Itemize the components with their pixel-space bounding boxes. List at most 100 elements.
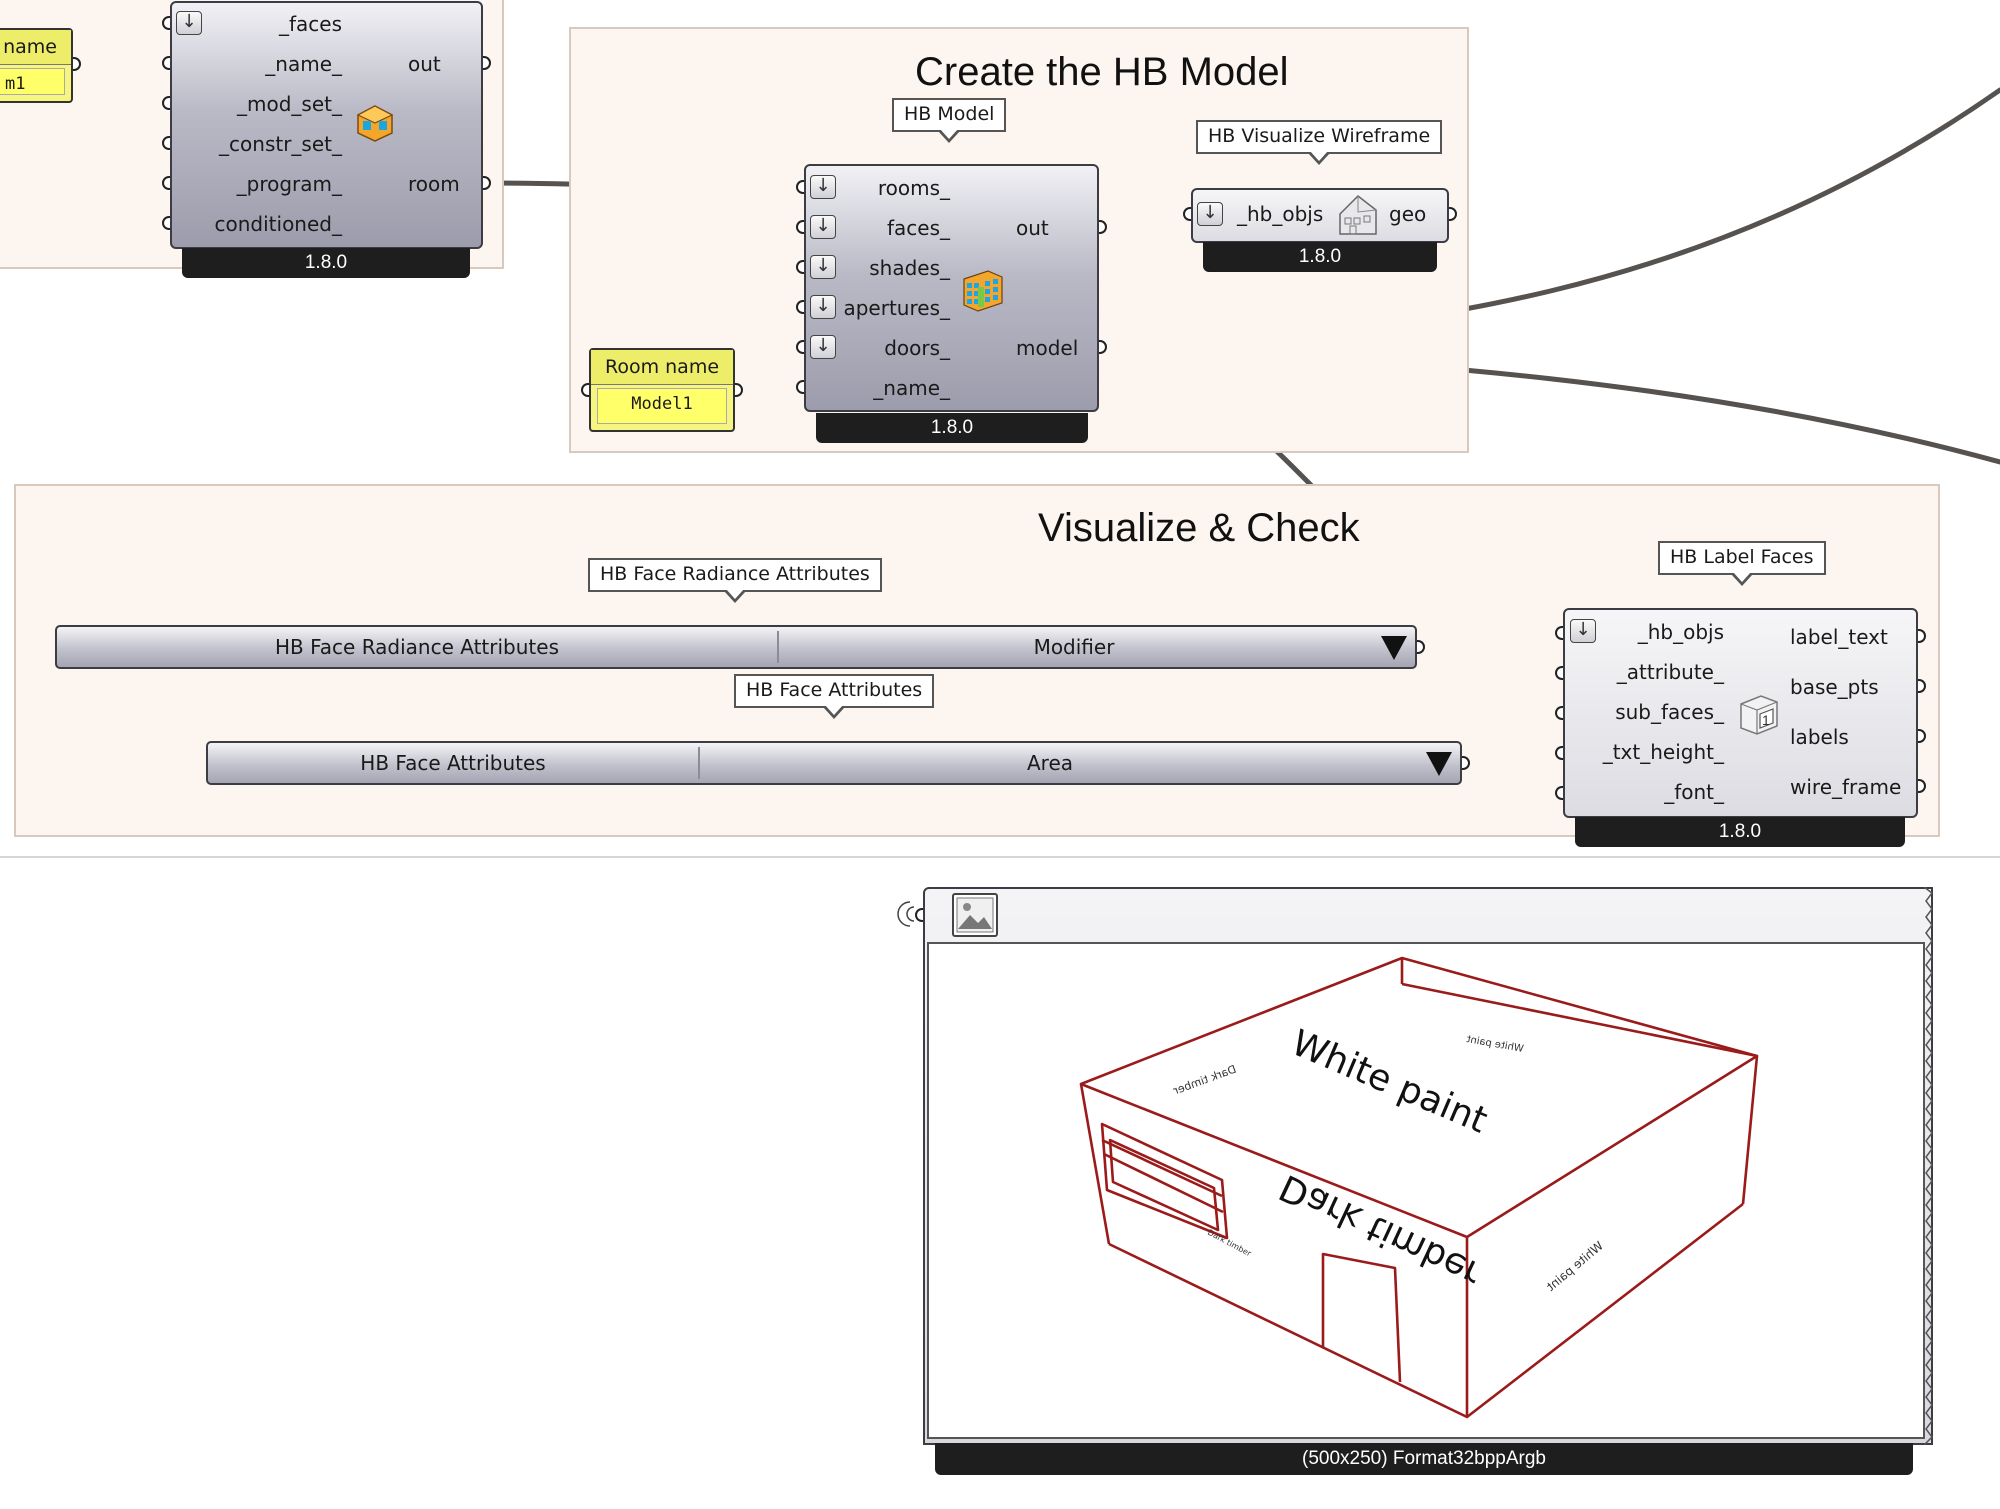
viewer-input-port[interactable] <box>915 908 923 922</box>
model-port-doors[interactable] <box>796 340 804 354</box>
room-name-panel-value[interactable]: Model1 <box>597 388 727 424</box>
label-port-label-text[interactable] <box>1918 629 1926 643</box>
viewer-image-area <box>927 942 1925 1439</box>
label-output-wire-frame: wire_frame <box>1790 775 1902 799</box>
room-port-faces[interactable] <box>162 16 170 30</box>
hb-model-tag-label: HB Model <box>904 103 995 125</box>
model-port-name[interactable] <box>796 380 804 394</box>
face-list-tag-label: HB Face Attributes <box>746 679 923 701</box>
room-input-program: _program_ <box>236 172 342 196</box>
room-port-name[interactable] <box>162 56 170 70</box>
hb-objs-flatten-arrow-icon[interactable]: ↓ <box>1197 202 1223 226</box>
viewer-image-icon[interactable] <box>952 893 998 937</box>
label-white-paint-big: White paint <box>1285 1023 1492 1142</box>
label-output-label-text: label_text <box>1790 625 1888 649</box>
hb-model-component[interactable] <box>804 164 1099 412</box>
picture-icon <box>956 897 994 933</box>
room-name-panel-input-port[interactable] <box>581 383 589 397</box>
wireframe-tag-label: HB Visualize Wireframe <box>1208 125 1431 147</box>
wireframe-version: 1.8.0 <box>1203 242 1437 272</box>
label-output-base-pts: base_pts <box>1790 675 1879 699</box>
room-name-panel-header: Room name <box>591 350 733 385</box>
radiance-list-separator <box>777 631 779 663</box>
label-port-sub-faces[interactable] <box>1555 706 1563 720</box>
label-cube-icon: 1 <box>1740 695 1778 735</box>
label-version: 1.8.0 <box>1575 817 1905 847</box>
model-port-apertures[interactable] <box>796 300 804 314</box>
room-name-panel-output-port[interactable] <box>735 383 743 397</box>
label-input-font: _font_ <box>1664 780 1724 804</box>
room-name-panel[interactable]: Room name Model1 <box>589 348 735 432</box>
model-building-icon <box>963 270 1003 312</box>
label-port-base-pts[interactable] <box>1918 679 1926 693</box>
hb-room-component[interactable] <box>170 1 483 249</box>
name-panel-output-port[interactable] <box>73 57 81 71</box>
room-port-constr-set[interactable] <box>162 136 170 150</box>
label-port-font[interactable] <box>1555 786 1563 800</box>
room-input-conditioned: conditioned_ <box>214 212 342 236</box>
model-output-model: model <box>1016 336 1079 360</box>
shades-flatten-arrow-icon[interactable]: ↓ <box>810 255 836 279</box>
model-port-rooms[interactable] <box>796 180 804 194</box>
radiance-list-selected[interactable]: Modifier <box>1033 635 1115 659</box>
model-input-rooms: rooms_ <box>877 176 950 200</box>
face-list-tag: HB Face Attributes <box>734 674 935 719</box>
label-input-sub-faces: sub_faces_ <box>1615 700 1724 724</box>
faces-flatten-arrow-icon[interactable]: ↓ <box>176 11 202 35</box>
model-output-out: out <box>1016 216 1049 240</box>
viewer-zigzag-edge <box>1924 887 1934 1445</box>
label-white-paint-small-right: White paint <box>1544 1239 1606 1294</box>
viewer-wireless-receiver-icon <box>897 901 915 927</box>
model-port-shades[interactable] <box>796 260 804 274</box>
face-attribute-value-list[interactable]: HB Face Attributes Area <box>206 741 1462 785</box>
room-port-mod-set[interactable] <box>162 96 170 110</box>
face-list-dropdown-icon[interactable] <box>1426 752 1452 776</box>
doors-flatten-arrow-icon[interactable]: ↓ <box>810 335 836 359</box>
faces-flatten-arrow-icon[interactable]: ↓ <box>810 215 836 239</box>
label-port-wire-frame[interactable] <box>1918 779 1926 793</box>
radiance-list-tag-label: HB Face Radiance Attributes <box>600 563 870 585</box>
hb-visualize-wireframe-component[interactable] <box>1191 188 1449 243</box>
wireframe-output-geo: geo <box>1389 202 1427 226</box>
radiance-attribute-value-list[interactable]: HB Face Radiance Attributes Modifier <box>55 625 1417 669</box>
wireframe-port-hb-objs[interactable] <box>1183 207 1191 221</box>
model-port-out[interactable] <box>1099 220 1107 234</box>
room-input-constr-set: _constr_set_ <box>219 132 342 156</box>
radiance-list-dropdown-icon[interactable] <box>1381 636 1407 660</box>
rooms-flatten-arrow-icon[interactable]: ↓ <box>810 175 836 199</box>
label-input-attribute: _attribute_ <box>1616 660 1724 684</box>
room-input-name: _name_ <box>265 52 342 76</box>
label-port-attribute[interactable] <box>1555 666 1563 680</box>
apertures-flatten-arrow-icon[interactable]: ↓ <box>810 295 836 319</box>
radiance-list-output-port[interactable] <box>1417 640 1425 654</box>
room-port-out[interactable] <box>483 56 491 70</box>
wireframe-house-icon <box>1339 195 1377 235</box>
label-port-labels[interactable] <box>1918 729 1926 743</box>
label-port-hb-objs[interactable] <box>1555 626 1563 640</box>
room-port-program[interactable] <box>162 176 170 190</box>
room-version: 1.8.0 <box>182 248 470 278</box>
name-panel[interactable]: name m1 <box>0 28 73 103</box>
label-port-txt-height[interactable] <box>1555 746 1563 760</box>
model-port-faces[interactable] <box>796 220 804 234</box>
face-list-source: HB Face Attributes <box>360 751 546 775</box>
room-port-conditioned[interactable] <box>162 216 170 230</box>
label-faces-tag: HB Label Faces <box>1658 541 1826 586</box>
label-dark-timber-small-front: Dark timber <box>1206 1228 1253 1259</box>
face-list-output-port[interactable] <box>1462 756 1470 770</box>
canvas-divider <box>0 856 2000 858</box>
label-hb-objs-flatten-arrow-icon[interactable]: ↓ <box>1570 619 1596 643</box>
room-port-room[interactable] <box>483 176 491 190</box>
face-list-selected[interactable]: Area <box>1026 751 1074 775</box>
model-input-apertures: apertures_ <box>843 296 950 320</box>
label-faces-tag-label: HB Label Faces <box>1670 546 1814 568</box>
name-panel-value[interactable]: m1 <box>0 68 65 95</box>
room-output-out: out <box>408 52 441 76</box>
wireframe-tag: HB Visualize Wireframe <box>1196 120 1443 165</box>
room-output-room: room <box>408 172 460 196</box>
room-input-faces: _faces <box>278 12 342 36</box>
wireframe-port-geo[interactable] <box>1449 207 1457 221</box>
room-input-mod-set: _mod_set_ <box>237 92 342 116</box>
model-port-model[interactable] <box>1099 340 1107 354</box>
label-dark-timber-small: Dark timber <box>1171 1063 1238 1098</box>
